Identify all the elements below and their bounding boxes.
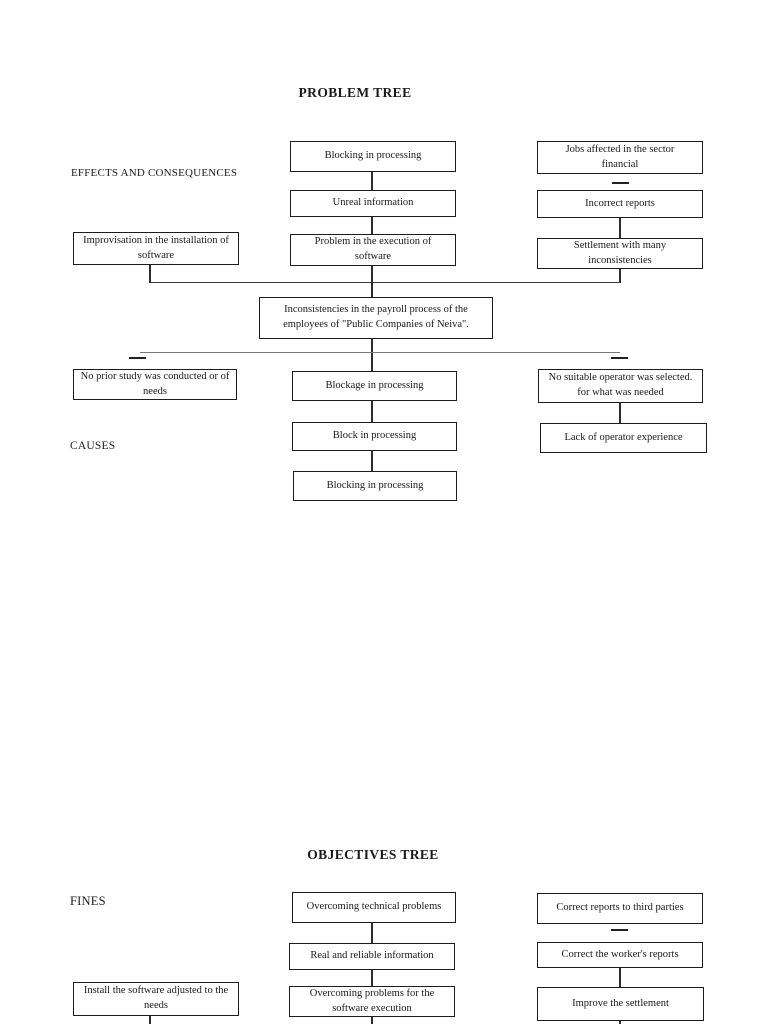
box-overcoming-problems-software-execution: Overcoming problems for the software exe… — [289, 986, 455, 1017]
connector-line — [149, 265, 151, 283]
box-jobs-affected-sector-financial: Jobs affected in the sector financial — [537, 141, 703, 174]
connector-line — [150, 282, 620, 284]
box-blocking-in-processing-top: Blocking in processing — [290, 141, 456, 172]
box-correct-workers-reports: Correct the worker's reports — [537, 942, 703, 968]
box-correct-reports-third-parties: Correct reports to third parties — [537, 893, 703, 924]
connector-line — [149, 1016, 151, 1024]
connector-dash — [612, 182, 629, 184]
connector-line — [619, 269, 621, 283]
causes-label: CAUSES — [70, 440, 116, 452]
box-blocking-in-processing-bottom: Blocking in processing — [293, 471, 457, 501]
effects-and-consequences-label: EFFECTS AND CONSEQUENCES — [71, 167, 238, 179]
connector-line — [619, 1021, 621, 1024]
problem-tree-title: PROBLEM TREE — [298, 85, 412, 100]
connector-line — [371, 970, 373, 986]
connector-line — [371, 401, 373, 422]
box-unreal-information: Unreal information — [290, 190, 456, 217]
connector-dash — [611, 357, 628, 359]
separator-line — [140, 352, 620, 354]
box-real-reliable-information: Real and reliable information — [289, 943, 455, 970]
fines-label: FINES — [70, 894, 106, 908]
box-settlement-many-inconsistencies: Settlement with many inconsistencies — [537, 238, 703, 269]
connector-line — [371, 339, 373, 371]
box-lack-operator-experience: Lack of operator experience — [540, 423, 707, 453]
box-no-prior-study: No prior study was conducted or of needs — [73, 369, 237, 400]
box-install-software-adjusted-needs: Install the software adjusted to the nee… — [73, 982, 239, 1016]
connector-line — [371, 217, 373, 234]
box-incorrect-reports: Incorrect reports — [537, 190, 703, 218]
connector-line — [371, 451, 373, 471]
connector-line — [371, 923, 373, 943]
connector-line — [371, 172, 373, 190]
box-block-in-processing: Block in processing — [292, 422, 457, 451]
box-improvisation-installation-software: Improvisation in the installation of sof… — [73, 232, 239, 265]
connector-line — [619, 968, 621, 987]
box-improve-the-settlement: Improve the settlement — [537, 987, 704, 1021]
connector-line — [619, 403, 621, 423]
box-blockage-in-processing: Blockage in processing — [292, 371, 457, 401]
box-problem-execution-software: Problem in the execution of software — [290, 234, 456, 266]
box-overcoming-technical-problems: Overcoming technical problems — [292, 892, 456, 923]
connector-line — [371, 266, 373, 297]
connector-dash — [129, 357, 146, 359]
connector-line — [371, 1017, 373, 1024]
connector-line — [619, 218, 621, 238]
box-core-problem-payroll-inconsistencies: Inconsistencies in the payroll process o… — [259, 297, 493, 339]
connector-dash — [611, 929, 628, 931]
objectives-tree-title: OBJECTIVES TREE — [307, 847, 439, 862]
box-no-suitable-operator: No suitable operator was selected. for w… — [538, 369, 703, 403]
